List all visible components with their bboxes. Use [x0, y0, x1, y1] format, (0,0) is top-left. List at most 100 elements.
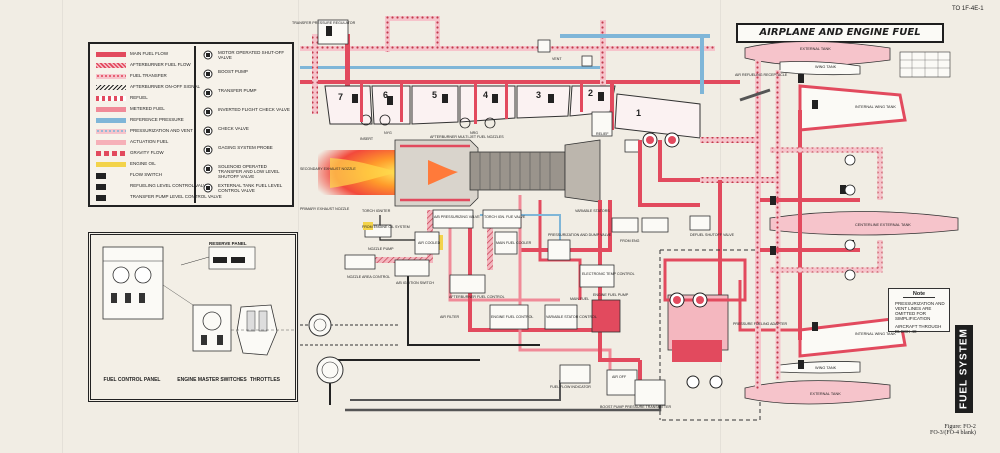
transfer-line-top: [300, 46, 715, 51]
label-from-eng: FROM ENG: [620, 239, 640, 243]
label-pressurization-dump: PRESSURIZATION AND DUMP VALVE: [548, 233, 612, 237]
main-feed-top: [300, 80, 740, 84]
legend-symbol-label: BOOST PUMP: [218, 69, 248, 74]
legend-label: MAIN FUEL FLOW: [130, 51, 169, 56]
legend-label: ENGINE OIL: [130, 161, 156, 166]
legend-symbol-icon: [202, 50, 214, 60]
label-primary-nozzle: PRIMARY EXHAUST NOZZLE: [300, 207, 350, 211]
vent-line-top: [385, 16, 440, 21]
legend-divider: [194, 46, 196, 203]
tank-label-internal-wing-left: INTERNAL WING TANK: [855, 332, 896, 336]
legend-symbol-icon: [202, 164, 214, 174]
legend-symbol-item: MOTOR OPERATED SHUT-OFF VALVE: [200, 50, 292, 66]
lower-fuel-block: [308, 132, 747, 406]
cell-number-3: 3: [536, 90, 541, 100]
label-engine-fuel-pump: ENGINE FUEL PUMP: [593, 293, 629, 297]
label-electronic-temp: ELECTRONIC TEMP CONTROL: [582, 272, 635, 276]
legend-symbol-icon: [202, 145, 214, 155]
legend-symbol-label: GAGING SYSTEM PROBE: [218, 145, 273, 150]
label-ab-pressurizing-valve: A/B PRESSURIZING VALVE: [434, 215, 480, 219]
side-tab: FUEL SYSTEM: [955, 325, 973, 413]
legend-label: REFERENCE PRESSURE: [130, 117, 184, 122]
label-nozzle-area-control: NOZZLE AREA CONTROL: [347, 275, 390, 279]
legend-label: TRANSFER PUMP LEVEL CONTROL VALVE: [130, 194, 222, 199]
label-vent: VENT: [552, 57, 562, 61]
legend-symbol-item: EXTERNAL TANK FUEL LEVEL CONTROL VALVE: [200, 183, 292, 199]
label-boost-pump-transmitter: BOOST PUMP PRESSURE TRANSMITTER: [600, 405, 671, 409]
external-tank-bottom: [744, 380, 891, 405]
note-title: Note: [903, 291, 935, 298]
reference-line: [300, 66, 600, 69]
panel-title: RESERVE PANEL: [209, 241, 247, 246]
component-labels: SECONDARY EXHAUST NOZZLE PRIMARY EXHAUST…: [292, 21, 788, 409]
cell-number-5: 5: [432, 90, 437, 100]
external-tank-top: [744, 41, 891, 66]
legend-symbol-icon: [202, 88, 214, 98]
tank-label-internal-wing-right: INTERNAL WING TANK: [855, 105, 896, 109]
legend-symbol-icon: [202, 183, 214, 193]
legend-symbol-item: SOLENOID OPERATED TRANSFER AND LOW LEVEL…: [200, 164, 292, 180]
cell-number-7: 7: [338, 92, 343, 102]
label-ab-nozzles: AFTERBURNER MULTI-JET FUEL NOZZLES: [430, 135, 504, 139]
legend-swatch: [96, 183, 106, 190]
legend-symbol-label: EXTERNAL TANK FUEL LEVEL CONTROL VALVE: [218, 183, 283, 193]
legend-swatch: [96, 117, 126, 123]
label-main-fuel: MAIN FUEL: [570, 297, 589, 301]
note-item-1: PRESSURIZATION AND VENT LINES ARE OMITTE…: [895, 301, 945, 321]
tank-label-wing-left: WING TANK: [815, 366, 837, 370]
legend-symbol-item: CHECK VALVE: [200, 126, 292, 142]
legend-symbol-item: GAGING SYSTEM PROBE: [200, 145, 292, 161]
tank-label-ext-right: EXTERNAL TANK: [800, 47, 831, 51]
tank-labels: EXTERNAL TANK WING TANK INTERNAL WING TA…: [800, 47, 911, 396]
cell-number-6: 6: [383, 90, 388, 100]
legend-label: REFUELING LEVEL CONTROL VALVE: [130, 183, 210, 188]
tank-label-centerline: CENTERLINE EXTERNAL TANK: [855, 223, 911, 227]
legend-label: FLOW SWITCH: [130, 172, 162, 177]
legend-symbol-item: INVERTED FLIGHT CHECK VALVE: [200, 107, 292, 123]
tank-label-ext-left: EXTERNAL TANK: [810, 392, 841, 396]
figure-caption: Figure: FO-2 FO-3/(FO-4 blank): [930, 424, 976, 436]
caption-fuel-control: FUEL CONTROL PANEL: [103, 377, 161, 383]
legend-swatch: [96, 194, 106, 201]
legend-label: ACTUATION FUEL: [130, 139, 169, 144]
legend-symbol-icon: [202, 107, 214, 117]
legend-symbol-icon: [202, 126, 214, 136]
page-number: FO-3/(FO-4 blank): [930, 430, 976, 436]
legend-label: FUEL TRANSFER: [130, 73, 167, 78]
legend-symbol-label: CHECK VALVE: [218, 126, 249, 131]
legend-swatch: [96, 128, 126, 134]
label-defuel-shutoff: DEFUEL SHUTOFF VALVE: [690, 233, 735, 237]
label-secondary-nozzle: SECONDARY EXHAUST NOZZLE: [300, 167, 356, 171]
label-engine-fuel-control: ENGINE FUEL CONTROL: [491, 315, 533, 319]
label-air-filter: AIR FILTER: [440, 315, 460, 319]
legend-symbol-label: TRANSFER PUMP: [218, 88, 257, 93]
legend-swatch: [96, 51, 126, 57]
caption-master-switches: ENGINE MASTER SWITCHES: [177, 377, 247, 383]
legend-swatch: [96, 161, 126, 167]
label-fuel-flow-indicator: FUEL FLOW INDICATOR: [550, 385, 591, 389]
label-variable-stators: VARIABLE STATORS: [575, 209, 610, 213]
legend-symbol-item: BOOST PUMP: [200, 69, 292, 85]
note-box: Note PRESSURIZATION AND VENT LINES ARE O…: [888, 288, 950, 334]
external-tanks: [739, 41, 959, 405]
label-main-fuel-cooler: MAIN FUEL COOLER: [496, 241, 532, 245]
legend-symbol-label: MOTOR OPERATED SHUT-OFF VALVE: [218, 50, 285, 60]
cockpit-controls-panel: RESERVE PANEL FUEL CONTROL PANEL ENGINE …: [88, 232, 298, 402]
legend-label: REFUEL: [130, 95, 148, 100]
legend-symbol-icon: [202, 69, 214, 79]
label-pressure-fueling: PRESSURE FUELING ADAPTER: [733, 322, 788, 326]
figure-number: Figure: FO-2: [944, 424, 976, 430]
legend-swatch: [96, 62, 126, 68]
legend-label: GRAVITY FLOW: [130, 150, 164, 155]
label-insert: INSERT: [360, 137, 374, 141]
cell-numbers: 7 6 5 4 3 2 1: [338, 88, 641, 118]
legend-label: PRESSURIZATION AND VENT: [130, 128, 193, 133]
engine: [318, 139, 601, 207]
legend-swatch: [96, 84, 126, 90]
legend-swatch: [96, 95, 126, 101]
cell-number-1: 1: [636, 108, 641, 118]
label-nozzle-pump: NOZZLE PUMP: [368, 247, 394, 251]
label-nyg: NYG: [384, 131, 392, 135]
legend-swatch: [96, 172, 106, 179]
legend-label: METERED FUEL: [130, 106, 165, 111]
